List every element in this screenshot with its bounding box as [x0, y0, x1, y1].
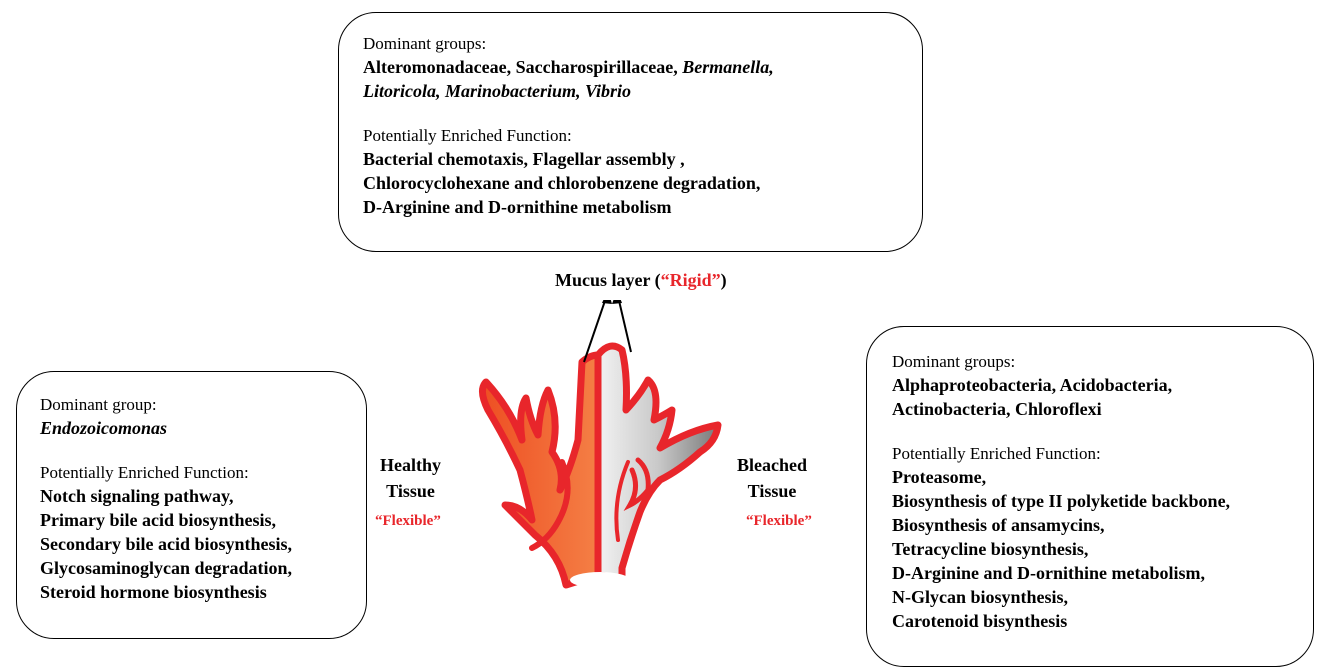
dominant-groups-label: Dominant groups: [892, 351, 1313, 373]
function-item: Biosynthesis of type II polyketide backb… [892, 489, 1313, 513]
dominant-groups-text: Actinobacteria, Chloroflexi [892, 397, 1313, 421]
healthy-tissue-box: Dominant group: Endozoicomonas Potential… [16, 371, 367, 639]
function-item: Secondary bile acid biosynthesis, [40, 532, 366, 556]
function-item: Biosynthesis of ansamycins, [892, 513, 1313, 537]
function-item: N-Glycan biosynthesis, [892, 585, 1313, 609]
function-item: Tetracycline biosynthesis, [892, 537, 1313, 561]
function-item: Bacterial chemotaxis, Flagellar assembly… [363, 147, 922, 171]
rigid-label: “Rigid” [661, 270, 721, 290]
dominant-groups-line: Alteromonadaceae, Saccharospirillaceae, … [363, 55, 922, 79]
function-item: D-Arginine and D-ornithine metabolism, [892, 561, 1313, 585]
enriched-function-label: Potentially Enriched Function: [363, 125, 922, 147]
bleached-flexible-label: “Flexible” [746, 513, 812, 530]
function-item: Glycosaminoglycan degradation, [40, 556, 366, 580]
bleached-coral-branch [598, 346, 718, 578]
function-item: Notch signaling pathway, [40, 484, 366, 508]
dominant-groups-label: Dominant groups: [363, 33, 922, 55]
dominant-genus-text: Litoricola, Marinobacterium, Vibrio [363, 81, 631, 101]
function-item: D-Arginine and D-ornithine metabolism [363, 195, 922, 219]
dominant-groups-line: Litoricola, Marinobacterium, Vibrio [363, 79, 922, 103]
mucus-layer-label: Mucus layer (“Rigid”) [555, 270, 727, 291]
dominant-genus-text: Bermanella, [682, 57, 774, 77]
function-item: Chlorocyclohexane and chlorobenzene degr… [363, 171, 922, 195]
dominant-groups-text: Alteromonadaceae, Saccharospirillaceae, [363, 57, 678, 77]
mucus-layer-box: Dominant groups: Alteromonadaceae, Sacch… [338, 12, 923, 252]
dominant-groups-text: Alphaproteobacteria, Acidobacteria, [892, 373, 1313, 397]
enriched-function-label: Potentially Enriched Function: [892, 443, 1313, 465]
dominant-group-text: Endozoicomonas [40, 418, 167, 438]
healthy-flexible-label: “Flexible” [375, 513, 441, 530]
enriched-function-label: Potentially Enriched Function: [40, 462, 366, 484]
function-item: Carotenoid bisynthesis [892, 609, 1313, 633]
dominant-group-label: Dominant group: [40, 394, 366, 416]
bleached-tissue-box: Dominant groups: Alphaproteobacteria, Ac… [866, 326, 1314, 667]
coral-base [570, 572, 630, 588]
function-item: Proteasome, [892, 465, 1313, 489]
function-item: Steroid hormone biosynthesis [40, 580, 366, 604]
function-item: Primary bile acid biosynthesis, [40, 508, 366, 532]
healthy-coral-branch [482, 355, 598, 585]
coral-illustration [470, 300, 730, 600]
